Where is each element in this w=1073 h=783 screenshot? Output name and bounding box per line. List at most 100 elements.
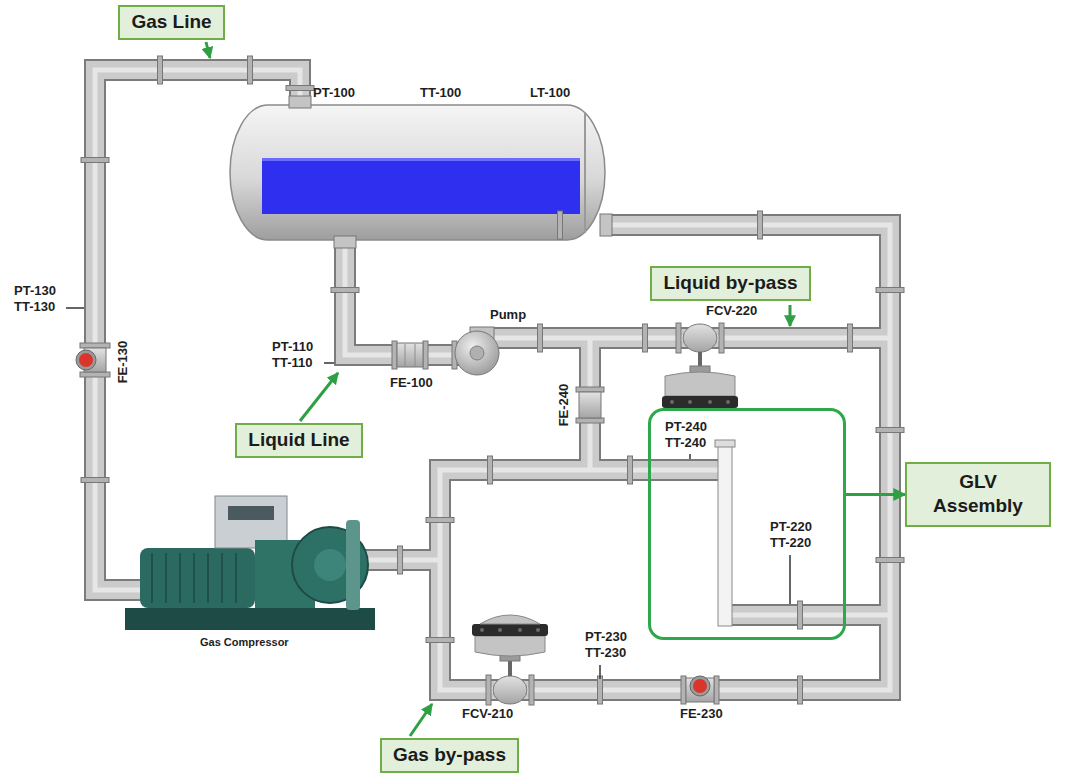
equipment-label: Gas Compressor: [200, 636, 289, 649]
separator-tank: [230, 96, 612, 248]
pipe-flange: [331, 288, 359, 293]
callout-arrow: [410, 704, 432, 736]
leader-line: [66, 308, 790, 679]
flow-element-fe240: [579, 392, 601, 418]
gas-compressor: [179, 553, 181, 603]
control-valve-fcv220: [719, 323, 724, 353]
callout-text: Gas Line: [131, 10, 211, 34]
pipe-flange: [81, 56, 904, 704]
pipe-flange: [598, 676, 603, 704]
gas-compressor: [221, 553, 223, 603]
gas-compressor: [125, 496, 375, 630]
pipe-flange: [848, 324, 853, 352]
control-valve-fcv210: [472, 615, 548, 705]
instrument-tag: FE-130: [116, 341, 131, 384]
flow-element-fe230: [714, 676, 719, 704]
gas-compressor: [235, 553, 237, 603]
pipe-body: [732, 606, 890, 624]
callout-arrow: [206, 42, 210, 58]
control-valve-fcv220: [676, 323, 681, 353]
flow-element-fe100: [415, 344, 416, 366]
control-valve-fcv220: [698, 352, 702, 367]
control-valve-fcv220: [683, 324, 717, 352]
flow-element-fe130: [80, 343, 110, 348]
callout-text: Liquid Line: [248, 428, 349, 452]
callout-text: GLV Assembly: [928, 470, 1028, 518]
instrument-tag: TT-230: [585, 646, 626, 661]
flow-element-fe130: [76, 343, 110, 377]
instrument-tag: Pump: [490, 308, 526, 323]
pipe-flange: [628, 456, 633, 484]
assembly-outline-border: [650, 410, 845, 639]
control-valve-fcv210: [480, 615, 540, 624]
pipe-flange: [876, 558, 904, 563]
control-valve-fcv220: [708, 400, 712, 404]
pipe-flange: [248, 56, 253, 84]
pipe-flange: [558, 211, 563, 239]
assembly-outline: PT-240TT-240PT-220TT-220: [648, 408, 846, 640]
leader-line: [324, 362, 334, 364]
pipe-outline: [95, 70, 890, 690]
gas-compressor: [193, 553, 195, 603]
pipe-flange: [876, 428, 904, 433]
pump-symbol: [455, 331, 499, 375]
glv-tube: [718, 446, 732, 626]
pipe-flange: [81, 478, 109, 483]
separator-tank: [334, 236, 356, 248]
flow-element-fe100: [423, 341, 428, 369]
instrument-tag: FE-240: [557, 384, 572, 427]
control-valve-fcv210: [518, 628, 522, 632]
flow-element-fe230: [693, 679, 707, 693]
pump-symbol: [452, 327, 499, 375]
instrument-tag: PT-100: [313, 86, 355, 101]
separator-tank: [289, 96, 311, 108]
control-valve-fcv210: [536, 628, 540, 632]
callout-text: Gas by-pass: [393, 743, 506, 767]
instrument-tag: FCV-220: [706, 304, 757, 319]
pipe-body: [345, 240, 460, 355]
tag-text: PT-220: [770, 520, 812, 535]
flow-element-fe240: [576, 387, 604, 392]
pipe-highlight: [732, 613, 890, 618]
pipe-outline: [440, 225, 890, 690]
instrument-tag: TT-100: [420, 86, 461, 101]
pipe-highlight: [95, 70, 890, 690]
gas-compressor: [151, 553, 153, 603]
callout-box: Gas Line: [118, 5, 225, 40]
instrument-tag: PT-230: [585, 630, 627, 645]
control-valve-fcv220: [726, 400, 730, 404]
gas-compressor: [314, 549, 346, 581]
pipe-flange: [426, 638, 454, 643]
separator-tank: [262, 158, 580, 161]
flow-element-fe130: [80, 372, 110, 377]
flow-element-fe100: [405, 344, 406, 366]
control-valve-fcv210: [472, 624, 548, 636]
callout-arrow: [300, 373, 338, 421]
tag-text: TT-240: [665, 436, 706, 451]
flow-element-fe240: [576, 418, 604, 423]
instrument-tag: FE-230: [680, 707, 723, 722]
pipe-body: [440, 225, 890, 690]
flow-element-fe100: [397, 343, 423, 367]
pipe-outline: [732, 604, 890, 626]
separator-tank: [230, 105, 605, 240]
control-valve-fcv210: [486, 675, 491, 705]
gas-compressor: [228, 506, 274, 520]
gas-compressor: [140, 548, 255, 608]
pipe-flange: [758, 211, 763, 239]
instrument-tag: FE-100: [390, 376, 433, 391]
flow-element-fe240: [576, 387, 604, 423]
control-valve-fcv210: [508, 659, 512, 676]
callout-text: Liquid by-pass: [663, 271, 797, 295]
leader-line: [66, 307, 84, 309]
instrument-tag: TT-110: [272, 356, 312, 371]
flow-element-fe100: [392, 341, 428, 369]
separator-tank: [600, 214, 612, 236]
pipe-flange: [798, 676, 803, 704]
control-valve-fcv220: [688, 400, 692, 404]
gas-compressor: [207, 553, 209, 603]
pipe-flange: [798, 601, 803, 629]
